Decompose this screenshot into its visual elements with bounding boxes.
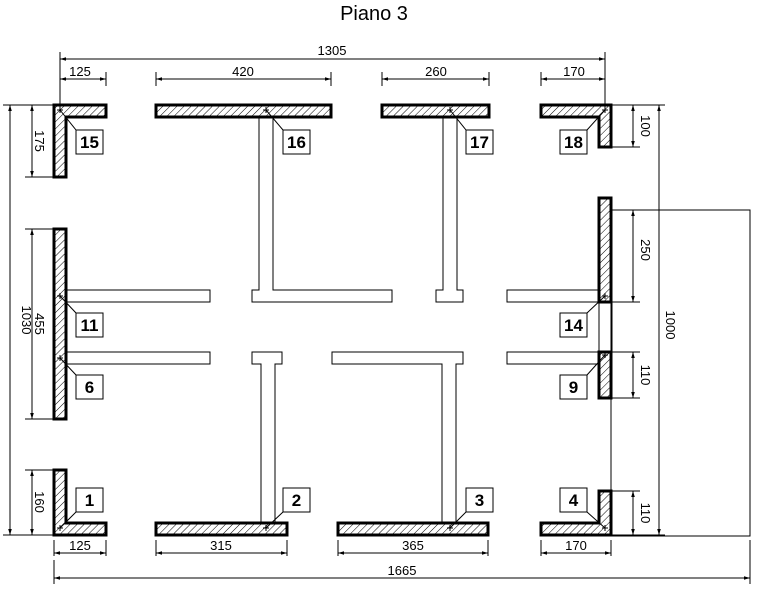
label-box-17 [465,129,494,155]
dimensions-bottom: 125 315 365 170 1665 [53,538,751,584]
label-14: 14 [564,316,583,335]
label-1: 1 [85,491,94,510]
plan-title: Piano 3 [340,3,408,25]
walls [52,103,613,537]
dim-right-4-text: 110 [638,503,653,524]
label-box-1 [75,487,104,513]
beam-14-9-link [598,301,613,353]
label-box-15 [75,129,104,155]
wall-3 [336,521,490,537]
label-box-18 [559,129,588,155]
dim-left-3-text: 160 [32,491,47,513]
outline-frame [610,209,751,537]
dim-top-4-text: 170 [563,64,585,79]
label-15: 15 [80,133,99,152]
beam-3-tee [331,351,464,523]
wall-labels: 15 16 17 18 11 6 14 9 1 2 3 4 [59,109,606,529]
label-box-2 [282,487,311,513]
label-9: 9 [569,378,578,397]
label-18: 18 [564,133,583,152]
dim-right-total-text: 1000 [663,311,678,340]
wall-2 [154,521,289,537]
dim-bottom-total-text: 1665 [388,563,417,578]
dimensions-top: 1305 125 420 260 170 [59,43,606,110]
dimensions-left: 1030 175 455 160 [3,104,54,536]
beam-9-horizontal [506,351,600,365]
dim-bottom-3-text: 365 [402,538,424,553]
label-box-3 [465,487,494,513]
label-box-14 [559,312,588,338]
dim-bottom-4-text: 170 [565,538,587,553]
centroid-markers [57,107,608,531]
wall-17 [380,103,491,119]
dimensions-right: 100 250 110 110 1000 [611,104,678,536]
wall-11-6 [52,227,68,421]
label-16: 16 [287,133,306,152]
beam-11-horizontal [65,289,211,303]
dim-top-2-text: 420 [232,64,254,79]
label-3: 3 [475,491,484,510]
wall-14 [597,196,613,304]
wall-9 [597,350,613,400]
beam-17-tee [435,117,464,303]
dim-top-3-text: 260 [425,64,447,79]
wall-16 [154,103,333,119]
label-11: 11 [81,316,99,335]
dim-right-1-text: 100 [638,115,653,137]
dim-left-1-text: 175 [32,130,47,152]
beam-16-tee [251,117,393,303]
label-17: 17 [470,133,489,152]
label-box-16 [282,129,311,155]
dim-right-2-text: 250 [638,239,653,261]
label-4: 4 [569,491,579,510]
dim-top-total-text: 1305 [318,43,347,58]
beam-14-horizontal [506,289,600,303]
label-box-4 [559,487,588,513]
label-box-6 [75,374,104,400]
beam-2-tee [251,351,283,523]
dim-left-2-text: 455 [32,313,47,335]
label-2: 2 [292,491,301,510]
dim-bottom-2-text: 315 [210,538,232,553]
dim-top-1-text: 125 [69,64,91,79]
label-6: 6 [85,378,94,397]
dim-bottom-1-text: 125 [69,538,91,553]
label-box-11 [75,312,104,338]
beams [65,117,613,523]
label-box-9 [559,374,588,400]
dim-right-3-text: 110 [638,365,653,386]
beam-6-horizontal [65,351,211,365]
